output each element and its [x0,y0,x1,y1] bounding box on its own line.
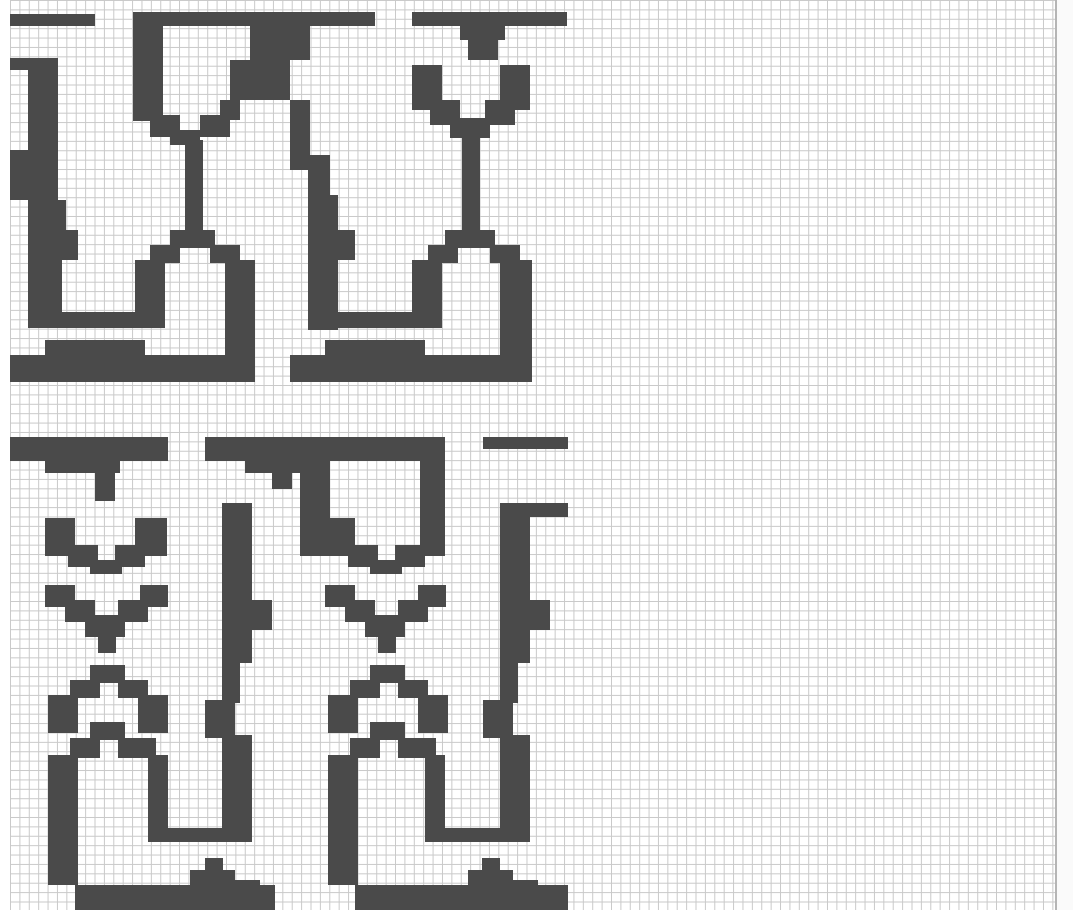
pattern-block [10,150,58,200]
pattern-block [530,600,550,630]
pattern-block [205,700,235,738]
pattern-block [28,312,148,328]
pattern-block [250,26,310,60]
pattern-block [28,200,66,230]
pattern-block [468,40,498,60]
pattern-block [230,60,290,100]
pattern-block [205,858,223,870]
pattern-block [98,635,116,653]
pattern-block [10,355,255,382]
pattern-block [378,635,396,653]
pattern-block [412,12,567,26]
pattern-block [10,14,95,26]
pattern-block [425,828,500,842]
pattern-block [412,260,442,328]
pattern-block [308,312,428,328]
pattern-block [90,560,122,574]
pattern-block [235,880,260,890]
pattern-block [185,140,203,235]
pattern-block [28,70,58,150]
pattern-block [308,195,338,330]
pattern-block [10,437,168,461]
pattern-block [483,437,568,449]
lower-band [10,437,568,910]
pattern-block [328,755,358,885]
pattern-block [460,26,505,40]
pattern-block [418,695,448,733]
pattern-block [135,260,165,328]
pattern-block [252,600,272,630]
pattern-block [48,755,78,885]
pattern-block [85,615,125,637]
pattern-block [330,230,355,260]
pattern-block [500,735,530,842]
pattern-block [290,355,532,382]
pattern-block [148,755,168,840]
upper-band [10,12,567,382]
pattern-block [222,663,240,703]
pattern-block [10,58,58,70]
pattern-block [138,695,168,733]
pattern-block [358,342,378,355]
pattern-block [48,695,78,733]
pattern-block [365,615,405,637]
pattern-block [420,461,445,556]
pattern-block [290,100,310,170]
pattern-block [222,503,252,663]
pattern-block [95,473,115,501]
pattern-block [500,517,530,663]
pattern-block [468,870,513,885]
pattern-block [370,722,405,740]
pattern-block [148,828,223,842]
pattern-block [425,755,445,840]
pattern-block [133,26,163,121]
pattern-block [483,700,513,738]
pattern-block [190,870,235,885]
pattern-block [500,503,568,517]
pattern-block [45,461,120,473]
pattern-block [513,880,538,890]
pattern-block [205,437,445,461]
pattern-block [462,135,480,230]
pattern-block [133,12,375,26]
pattern-block [220,100,240,120]
pattern-block [28,230,78,260]
pattern-block [90,722,125,740]
pattern-block [308,155,330,195]
pattern-block [80,342,100,355]
pattern-block [272,473,292,489]
pattern-block [328,695,358,733]
pattern-block [222,735,252,842]
pattern-block [370,560,402,574]
pattern-block [482,858,500,870]
pattern-block [500,663,518,703]
